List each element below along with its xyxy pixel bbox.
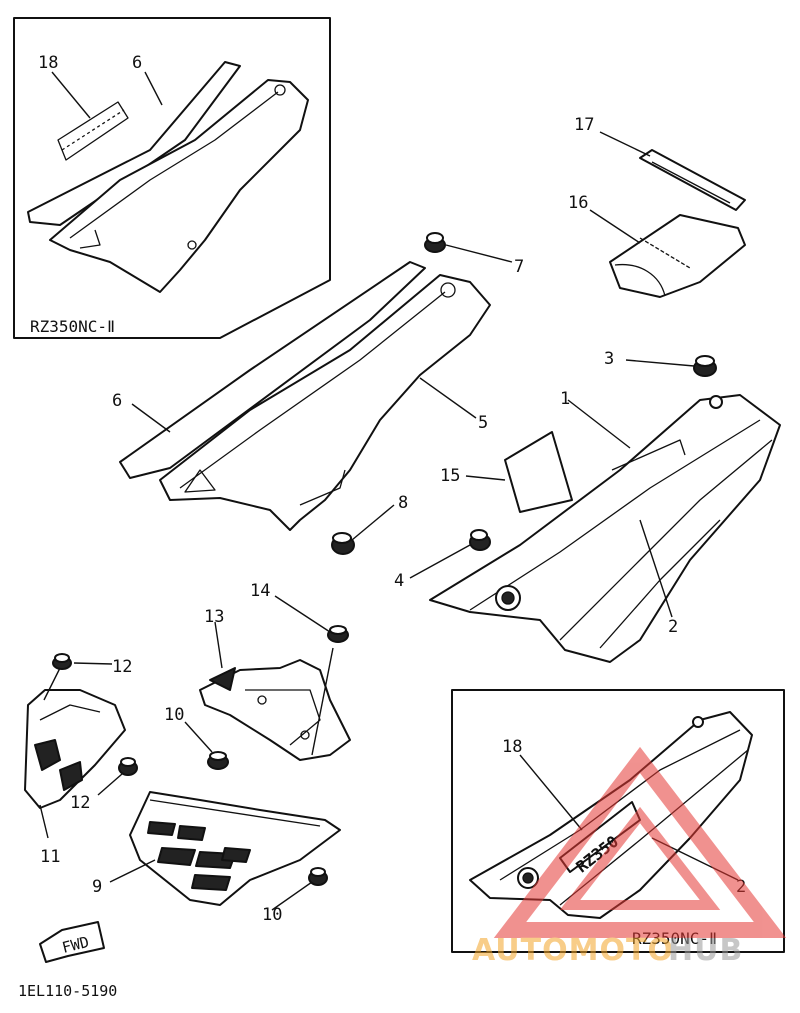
grommet-10a [207, 751, 229, 770]
watermark-text-2: HUB [668, 933, 743, 968]
frame-cover-5 [159, 274, 491, 531]
callout-12a: 12 [112, 657, 132, 677]
callout-8: 8 [398, 493, 408, 513]
grommet-8 [331, 532, 355, 555]
callout-10b: 10 [262, 905, 282, 925]
callout-5: 5 [478, 413, 488, 433]
grommet-12a [52, 653, 72, 670]
side-cover-1 [429, 394, 781, 663]
callout-18a: 18 [38, 53, 58, 73]
decal-18-shape [57, 101, 129, 161]
cover-9 [129, 791, 341, 906]
cover-11 [24, 689, 126, 809]
inset-top-left [13, 17, 331, 339]
callout-14: 14 [250, 581, 270, 601]
grommet-12b [118, 757, 138, 776]
inset-top-left-model: RZ350NC-Ⅱ [30, 317, 115, 336]
grommet-4 [469, 529, 491, 551]
callout-11: 11 [40, 847, 60, 867]
callout-7: 7 [514, 257, 524, 277]
callout-16: 16 [568, 193, 588, 213]
drawing-code: 1EL110-5190 [18, 982, 117, 1000]
callout-4: 4 [394, 571, 404, 591]
callout-9: 9 [92, 877, 102, 897]
grommet-10b [308, 867, 328, 886]
watermark: AUTOMOTO HUB [472, 746, 787, 968]
fwd-arrow-icon: FWD [39, 921, 105, 963]
callout-6b: 6 [112, 391, 122, 411]
callout-12b: 12 [70, 793, 90, 813]
watermark-logo-icon [493, 746, 787, 938]
label-15 [504, 431, 573, 513]
callout-1: 1 [560, 389, 570, 409]
callout-13: 13 [204, 607, 224, 627]
inset-bottom-right: RZ350 [451, 689, 785, 953]
callout-15: 15 [440, 466, 460, 486]
nut-14 [327, 625, 349, 643]
callout-2a: 2 [668, 617, 678, 637]
watermark-text-1: AUTOMOTO [472, 933, 674, 968]
callout-18b: 18 [502, 737, 522, 757]
strap-17 [639, 149, 746, 211]
frame-cover-inset [49, 79, 309, 293]
vent-slots [147, 821, 251, 891]
callout-10a: 10 [164, 705, 184, 725]
side-cover-6-inset [27, 61, 241, 226]
bracket-13 [199, 659, 351, 761]
callout-6a: 6 [132, 53, 142, 73]
callout-3: 3 [604, 349, 614, 369]
tool-bag-16 [609, 214, 746, 298]
grommet-7 [424, 232, 446, 253]
grommet-3 [693, 355, 717, 377]
side-cover-6 [119, 261, 426, 479]
callout-17: 17 [574, 115, 594, 135]
